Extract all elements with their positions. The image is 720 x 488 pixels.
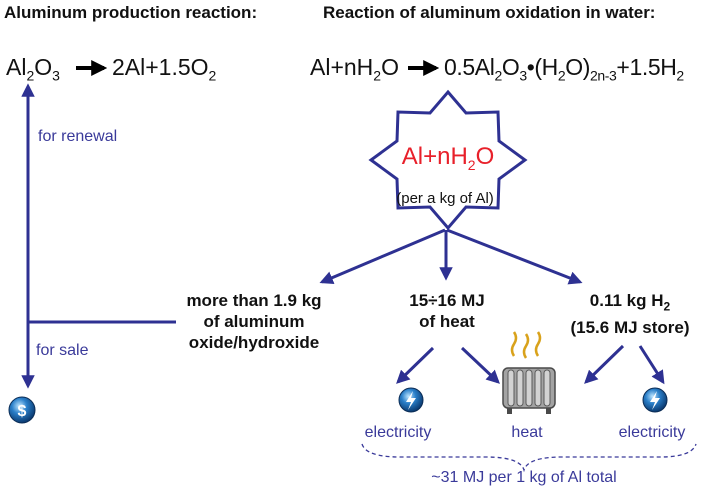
branch-arrow-oxide (319, 228, 446, 285)
heat-label: heat (511, 424, 543, 441)
star-note: (per a kg of Al) (396, 190, 494, 207)
hydrogen-to-heat-arrow (584, 344, 625, 384)
star-formula: Al+nH2O (401, 143, 495, 173)
oxidation-header: Reaction of aluminum oxidation in water: (323, 3, 656, 22)
electricity-label-right: electricity (618, 424, 686, 441)
star-frame (368, 89, 528, 231)
production-equation: Al2O3 (6, 54, 60, 84)
electricity-icon (642, 387, 668, 413)
production-products: 2Al+1.5O2 (112, 54, 217, 84)
electricity-icon (398, 387, 424, 413)
production-header: Aluminum production reaction: (4, 3, 258, 22)
hydrogen-output-label: 0.11 kg H2 (15.6 MJ store) (570, 291, 690, 338)
heat-to-heat-arrow (460, 346, 500, 384)
radiator-heater-icon (502, 331, 556, 414)
electricity-label-left: electricity (364, 424, 432, 441)
total-energy-label: ~31 MJ per 1 kg of Al total (431, 469, 617, 486)
dollar-coin-icon: $ (8, 396, 36, 424)
sale-label: for sale (36, 342, 89, 359)
heat-to-electricity-arrow (396, 346, 435, 384)
total-bracket (361, 443, 697, 473)
branch-arrow-hydrogen (446, 228, 583, 285)
hydrogen-to-electricity-arrow (638, 345, 665, 385)
svg-text:$: $ (18, 403, 27, 420)
oxidation-products: 0.5Al2O3•(H2O)2n-3+1.5H2 (444, 54, 684, 84)
renewal-label: for renewal (38, 128, 118, 145)
oxidation-reactants: Al+nH2O (310, 54, 399, 84)
